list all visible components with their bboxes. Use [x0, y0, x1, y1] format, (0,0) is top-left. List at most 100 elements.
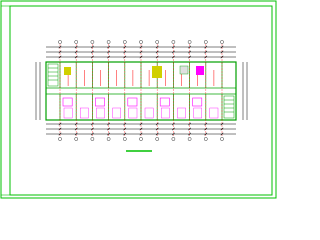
dimension-tick [58, 132, 62, 136]
dimension-tick [107, 122, 111, 126]
dimension-tick [123, 122, 127, 126]
dimension-tick [139, 122, 143, 126]
dimension-tick [107, 50, 111, 54]
dimension-tick [74, 55, 78, 59]
axis-bubble-bottom [220, 137, 224, 141]
dimension-tick [155, 127, 159, 131]
dimension-tick [139, 55, 143, 59]
axis-bubble-top [187, 40, 192, 44]
dimension-tick [155, 50, 159, 54]
furniture-block [95, 97, 105, 107]
axis-bubble-bottom [58, 137, 62, 141]
dimension-tick [74, 127, 78, 131]
dimension-tick [74, 132, 78, 136]
dimension-tick [204, 122, 208, 126]
dimension-tick [58, 50, 62, 54]
axis-bubble-top [123, 40, 127, 44]
dimension-tick [171, 55, 175, 59]
axis-bubble-bottom [139, 137, 143, 141]
stair-right [223, 95, 235, 119]
cad-drawing-sheet [0, 0, 277, 199]
dimension-tick [155, 45, 159, 49]
dimension-tick [204, 127, 208, 131]
axis-bubble-top [220, 40, 224, 44]
dimension-tick [204, 55, 208, 59]
furniture-block [209, 107, 219, 119]
axis-bubble-top [171, 40, 176, 44]
dimension-tick [123, 55, 127, 59]
axis-bubble-bottom [74, 137, 78, 141]
dimension-tick [171, 50, 175, 54]
furniture-block [128, 107, 138, 119]
furniture-block [160, 107, 170, 119]
dimension-tick [90, 132, 94, 136]
furniture-block [112, 107, 121, 119]
axis-bubble-bottom [203, 137, 208, 141]
dimension-tick [220, 122, 224, 126]
axis-bubble-top [90, 40, 95, 44]
dimension-tick [90, 127, 94, 131]
axis-bubble-bottom [123, 137, 127, 141]
dimension-tick [139, 45, 143, 49]
furniture-block [96, 107, 105, 119]
dimension-tick [171, 132, 175, 136]
fixture-blocks [64, 65, 204, 78]
dimension-tick [107, 132, 111, 136]
dimension-tick [139, 50, 143, 54]
axis-bubble-bottom [171, 137, 176, 141]
axis-bubble-bottom [187, 137, 192, 141]
dimension-tick [139, 127, 143, 131]
side-dimension-lines [35, 62, 248, 120]
dimension-tick [139, 132, 143, 136]
dimension-tick [188, 127, 192, 131]
axis-bubble-bottom [106, 137, 111, 141]
dimension-tick [220, 45, 224, 49]
axis-bubble-top [203, 40, 208, 44]
axis-bubble-top [58, 40, 62, 44]
furniture-block [63, 107, 73, 119]
furniture-block [159, 97, 170, 107]
dimension-tick [220, 50, 224, 54]
dimension-tick [220, 55, 224, 59]
dimension-tick [107, 55, 111, 59]
axis-bubble-top [74, 40, 78, 44]
dimension-tick [204, 50, 208, 54]
dimension-tick [204, 132, 208, 136]
dimension-tick [90, 122, 94, 126]
drawing-border [0, 0, 277, 199]
dimension-tick [107, 127, 111, 131]
floor-plan-canvas [0, 0, 277, 199]
dimension-tick [171, 45, 175, 49]
axis-grid-lines [59, 44, 223, 137]
dimension-tick [123, 132, 127, 136]
dimension-tick [188, 55, 192, 59]
dimension-tick [188, 50, 192, 54]
stair-left [47, 63, 59, 87]
furniture-block [62, 97, 73, 107]
dimension-tick [188, 45, 192, 49]
dimension-tick [123, 127, 127, 131]
furniture-block [79, 107, 89, 119]
furniture-block [177, 107, 186, 119]
dimension-tick [90, 45, 94, 49]
dimension-tick [220, 127, 224, 131]
dimension-tick [188, 132, 192, 136]
furniture-block [144, 107, 154, 119]
axis-bubble-top [106, 40, 111, 44]
dimension-tick [90, 55, 94, 59]
dimension-tick [188, 122, 192, 126]
furniture-blocks [62, 70, 219, 119]
dimension-ticks [58, 40, 224, 141]
dimension-tick [90, 50, 94, 54]
axis-bubble-bottom [155, 137, 159, 141]
dimension-tick [155, 132, 159, 136]
axis-bubble-bottom [90, 137, 95, 141]
dimension-tick [155, 55, 159, 59]
furniture-block [127, 97, 138, 107]
dimension-tick [171, 127, 175, 131]
dimension-tick [74, 122, 78, 126]
dimension-tick [58, 122, 62, 126]
axis-bubble-top [139, 40, 143, 44]
dimension-tick [58, 55, 62, 59]
building-plan [35, 40, 248, 141]
